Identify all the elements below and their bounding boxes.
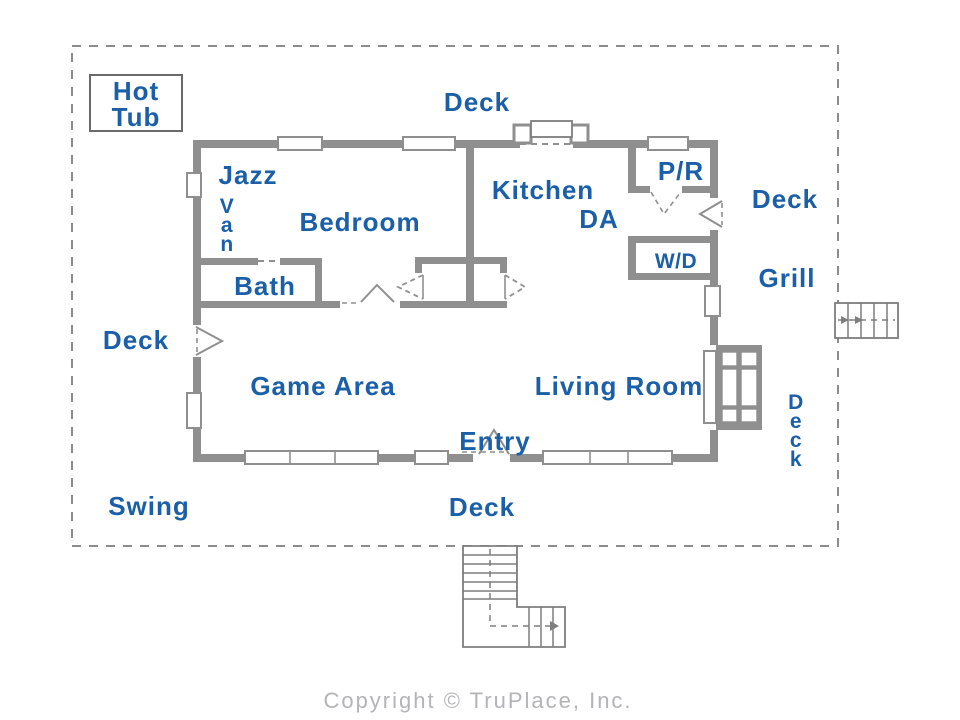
copyright-text: Copyright © TruPlace, Inc. (323, 688, 632, 713)
window (647, 136, 689, 151)
label-grill: Grill (758, 263, 815, 293)
window (414, 450, 449, 465)
door-entry (462, 428, 510, 455)
property-boundary (71, 45, 839, 547)
label-hot-tub-line1: Hot (113, 76, 159, 106)
label-powder-room: P/R (658, 156, 704, 186)
label-jazz: Jazz (219, 160, 278, 190)
doors (195, 191, 723, 455)
window (277, 136, 323, 151)
label-swing: Swing (108, 491, 190, 521)
label-entry: Entry (459, 426, 530, 456)
label-deck-top: Deck (444, 87, 510, 117)
hot-tub-box: Hot Tub (89, 74, 183, 132)
window (402, 136, 456, 151)
label-washer-dryer: W/D (655, 250, 697, 273)
door-left-deck (195, 326, 225, 356)
label-living-room: Living Room (535, 371, 703, 401)
label-deck-bottom: Deck (449, 492, 515, 522)
window (186, 172, 202, 198)
label-bedroom: Bedroom (299, 207, 420, 237)
door-right-deck (698, 200, 723, 228)
label-bath: Bath (234, 271, 296, 301)
window (186, 392, 202, 429)
sliding-door-steps (512, 120, 590, 145)
staircase-bottom (462, 545, 566, 648)
label-hot-tub-line2: Tub (112, 102, 161, 132)
door-bedroom-hall (342, 283, 395, 304)
door-closet-right (504, 274, 527, 300)
label-dining-area: DA (579, 204, 619, 234)
label-kitchen: Kitchen (492, 175, 594, 205)
staircase-right (834, 302, 899, 339)
triple-window-left (244, 450, 379, 465)
door-powder-room (650, 191, 681, 216)
windows (186, 136, 721, 465)
label-deck-right: Deck (752, 184, 818, 214)
house-walls (193, 140, 718, 462)
label-deck-left: Deck (103, 325, 169, 355)
door-closet-left (395, 274, 424, 300)
fireplace (703, 345, 762, 430)
label-game-area: Game Area (250, 371, 395, 401)
window (704, 285, 721, 317)
triple-window-right (542, 450, 673, 465)
